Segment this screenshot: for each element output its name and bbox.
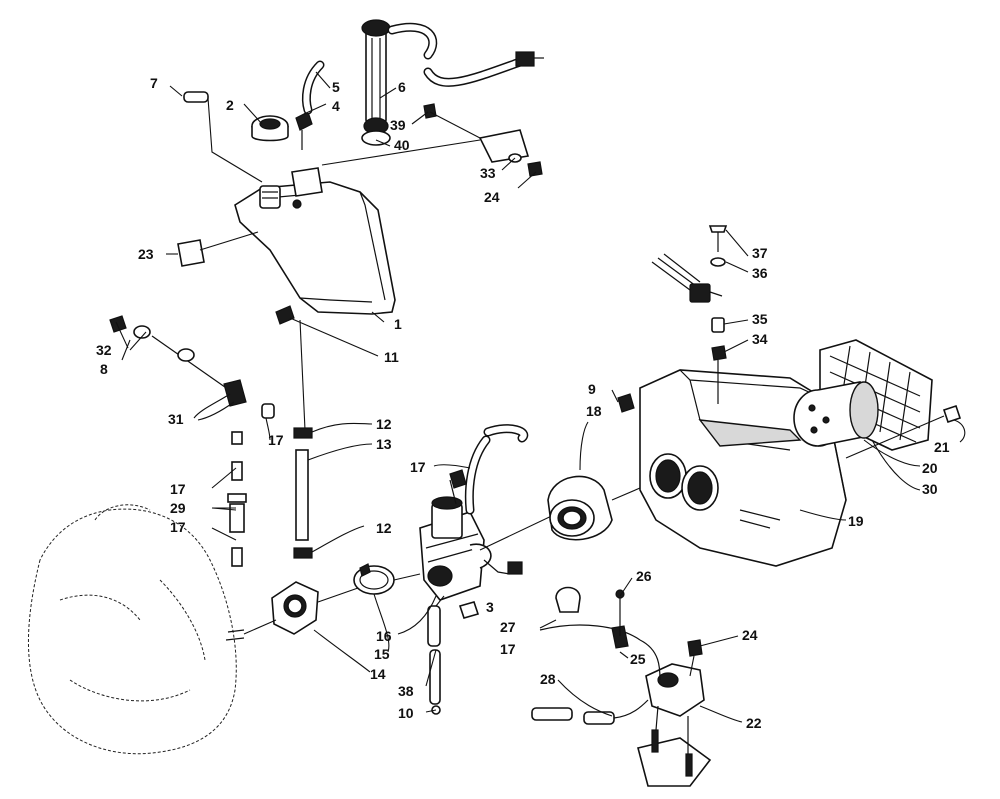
carb-drain-hose [427, 601, 480, 715]
callout-26: 26 [636, 568, 652, 584]
callout-14: 14 [370, 666, 386, 682]
callout-22: 22 [746, 715, 762, 731]
callout-5: 5 [332, 79, 340, 95]
callout-11: 11 [384, 349, 399, 365]
callout-labels: 1 2 3 4 5 6 7 8 9 10 11 12 12 13 14 15 1… [96, 75, 950, 731]
intake-boot [547, 475, 613, 541]
callout-20: 20 [922, 460, 938, 476]
airbox-mount-hardware [708, 225, 728, 404]
tank-cap [251, 115, 289, 142]
short-hose [531, 699, 649, 725]
callout-3: 3 [486, 599, 494, 615]
tank-strap [183, 91, 209, 103]
callout-16: 16 [376, 628, 392, 644]
callout-23: 23 [138, 246, 154, 262]
callout-37: 37 [752, 245, 768, 261]
callout-29: 29 [170, 500, 186, 516]
callout-24a: 24 [484, 189, 500, 205]
callout-32: 32 [96, 342, 112, 358]
callout-34: 34 [752, 331, 768, 347]
callout-21: 21 [934, 439, 950, 455]
callout-38: 38 [398, 683, 414, 699]
pulse-line [539, 586, 661, 681]
callout-1: 1 [394, 316, 402, 332]
callout-31: 31 [168, 411, 184, 427]
sender-connector [515, 51, 535, 67]
fuel-tank [234, 167, 396, 315]
callout-9: 9 [588, 381, 596, 397]
callout-24b: 24 [742, 627, 758, 643]
callout-13: 13 [376, 436, 392, 452]
fuel-pump [637, 663, 712, 787]
tank-outlet-fitting [275, 305, 295, 325]
callout-12b: 12 [376, 520, 392, 536]
callout-10: 10 [398, 705, 414, 721]
fuel-gauge-sender [361, 19, 391, 146]
callout-2: 2 [226, 97, 234, 113]
label-plate [177, 239, 205, 267]
callout-30: 30 [922, 481, 938, 497]
callout-18: 18 [586, 403, 602, 419]
pump-nut [687, 639, 703, 657]
callout-6: 6 [398, 79, 406, 95]
intake-flange [271, 581, 319, 635]
callout-39: 39 [390, 117, 406, 133]
callout-17e: 17 [500, 641, 516, 657]
callout-15: 15 [374, 646, 390, 662]
callout-33: 33 [480, 165, 496, 181]
callout-12a: 12 [376, 416, 392, 432]
callout-17a: 17 [268, 432, 284, 448]
callout-25: 25 [630, 651, 646, 667]
callout-17d: 17 [410, 459, 426, 475]
callout-17c: 17 [170, 519, 186, 535]
engine [28, 504, 245, 755]
callout-19: 19 [848, 513, 864, 529]
callout-36: 36 [752, 265, 768, 281]
fuel-filter-assembly [109, 315, 275, 567]
callout-7: 7 [150, 75, 158, 91]
screen-bolt [942, 404, 962, 424]
leader-lines [115, 71, 966, 723]
vent-fitting [295, 111, 313, 150]
callout-8: 8 [100, 361, 108, 377]
callout-27: 27 [500, 619, 516, 635]
callout-4: 4 [332, 98, 340, 114]
callout-17b: 17 [170, 481, 186, 497]
callout-40: 40 [394, 137, 410, 153]
intake-tube [793, 381, 879, 447]
airbox-fitting [617, 393, 635, 413]
callout-28: 28 [540, 671, 556, 687]
callout-35: 35 [752, 311, 768, 327]
fuel-line [293, 427, 313, 559]
harness-connector [651, 253, 723, 303]
clamp [353, 563, 395, 595]
